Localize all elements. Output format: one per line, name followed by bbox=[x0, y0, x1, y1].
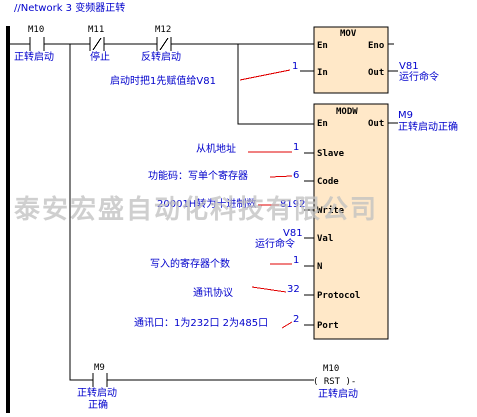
modw-port-pointer bbox=[281, 321, 293, 329]
modw-input-wires bbox=[304, 152, 314, 326]
contact-m11[interactable]: M11 停止 bbox=[88, 25, 110, 63]
modw-pin-out: Out bbox=[368, 119, 384, 129]
contact-m12[interactable]: M12 反转启动 bbox=[141, 25, 181, 63]
modw-n-value: 1 bbox=[293, 255, 299, 266]
reset-coil-m10[interactable]: M10 ( RST )- 正转启动 bbox=[313, 364, 358, 400]
contact-m9-label-2: 正确 bbox=[88, 398, 108, 411]
modw-pin-n: N bbox=[317, 262, 322, 272]
modw-slave-value: 1 bbox=[293, 142, 299, 153]
contact-m9-label-1: 正转启动 bbox=[77, 386, 117, 399]
modw-write-value: 8192 bbox=[280, 199, 305, 210]
modw-val-label: 运行命令 bbox=[255, 237, 295, 250]
modw-out-address: M9 bbox=[398, 110, 413, 121]
rung-wires bbox=[10, 43, 398, 381]
mov-in-value: 1 bbox=[292, 61, 298, 72]
contact-m11-address: M11 bbox=[88, 25, 104, 35]
modw-protocol-pointer bbox=[251, 286, 287, 293]
modw-code-value: 6 bbox=[293, 170, 299, 181]
contact-m12-label: 反转启动 bbox=[141, 50, 181, 63]
mov-out-label: 运行命令 bbox=[399, 70, 439, 83]
contact-m11-label: 停止 bbox=[90, 50, 110, 63]
watermark-text: 泰安宏盛自动化科技有限公司 bbox=[14, 194, 378, 225]
mov-pin-eno: Eno bbox=[368, 41, 384, 51]
modw-pin-slave: Slave bbox=[317, 149, 345, 159]
modw-port-value: 2 bbox=[293, 314, 299, 325]
modw-n-comment: 写入的寄存器个数 bbox=[150, 257, 230, 270]
modw-write-comment: 20001H转为十进制数 bbox=[157, 197, 256, 210]
mov-block[interactable]: MOV En Eno In Out bbox=[313, 26, 389, 94]
modw-pin-en: En bbox=[317, 119, 328, 129]
modw-protocol-value: 32 bbox=[287, 284, 300, 295]
contact-m10-address: M10 bbox=[28, 25, 44, 35]
modw-block[interactable]: MODW En Out Slave Code Write Val N Proto… bbox=[313, 103, 389, 340]
modw-out-label: 正转启动正确 bbox=[398, 120, 458, 133]
modw-port-comment: 通讯口：1为232口 2为485口 bbox=[134, 317, 268, 329]
modw-slave-comment: 从机地址 bbox=[196, 142, 236, 155]
network-title: //Network 3 变频器正转 bbox=[14, 1, 125, 14]
mov-in-pointer bbox=[239, 69, 291, 81]
modw-protocol-comment: 通讯协议 bbox=[193, 286, 233, 299]
modw-pin-protocol: Protocol bbox=[317, 291, 360, 301]
mov-in-comment: 启动时把1先赋值给V81 bbox=[110, 74, 216, 87]
modw-val-address: V81 bbox=[283, 228, 303, 239]
modw-pin-val: Val bbox=[317, 234, 333, 244]
reset-coil-address: M10 bbox=[323, 364, 339, 374]
contact-m10[interactable]: M10 正转启动 bbox=[14, 25, 54, 63]
mov-block-name: MOV bbox=[340, 29, 357, 39]
reset-coil-symbol: ( RST )- bbox=[313, 377, 356, 387]
power-rail bbox=[6, 26, 10, 413]
modw-code-pointer bbox=[269, 175, 293, 178]
reset-coil-label: 正转启动 bbox=[318, 387, 358, 400]
modw-pin-write: Write bbox=[317, 205, 345, 216]
contact-m9-address: M9 bbox=[94, 363, 105, 373]
mov-out-address: V81 bbox=[399, 61, 419, 72]
contact-m10-label: 正转启动 bbox=[14, 50, 54, 63]
contact-m12-address: M12 bbox=[155, 25, 171, 35]
modw-pin-port: Port bbox=[317, 321, 339, 331]
mov-pin-out: Out bbox=[368, 68, 384, 78]
mov-pin-en: En bbox=[317, 41, 328, 51]
modw-code-comment: 功能码：写单个寄存器 bbox=[148, 169, 248, 182]
modw-block-name: MODW bbox=[336, 107, 358, 117]
modw-pin-code: Code bbox=[317, 177, 339, 187]
contact-m9[interactable]: M9 正转启动 正确 bbox=[77, 363, 117, 411]
mov-pin-in: In bbox=[317, 68, 328, 78]
